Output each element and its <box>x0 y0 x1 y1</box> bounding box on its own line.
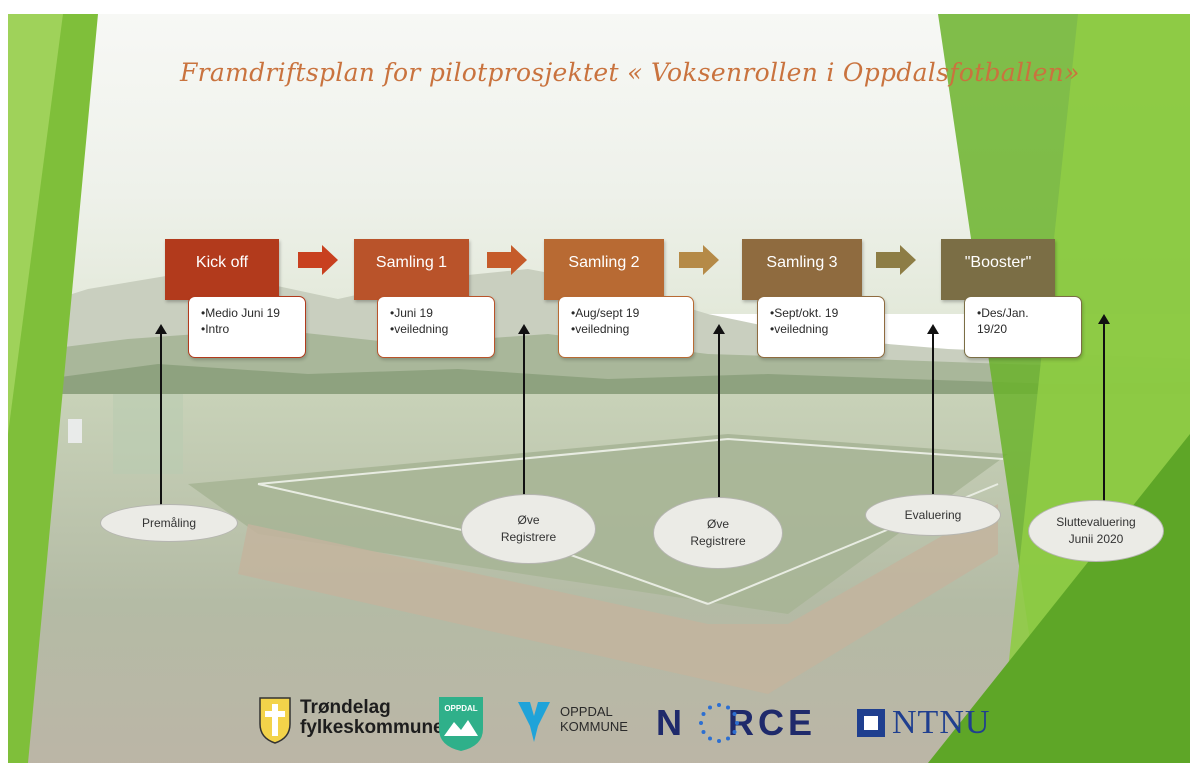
phase-box-2: Samling 1 <box>354 239 469 300</box>
ntnu-logo: NTNU <box>892 704 991 741</box>
milestone-pointer-4 <box>927 324 939 504</box>
phase-detail-3: •Aug/sept 19 •veiledning <box>558 296 694 358</box>
trondelag-shield-icon <box>259 697 291 744</box>
oppdal-badge-text: OPPDAL <box>444 704 478 713</box>
right-arrow-icon <box>679 245 719 275</box>
phase-box-4: Samling 3 <box>742 239 862 300</box>
phase-label: Samling 2 <box>568 253 640 271</box>
right-arrow-icon <box>876 245 916 275</box>
oppdal-badge-icon <box>439 697 483 751</box>
phase-detail-5: •Des/Jan. 19/20 <box>964 296 1082 358</box>
phase-detail-line: •Intro <box>201 322 230 336</box>
milestone-ellipse-1: Premåling <box>100 504 238 542</box>
milestone-label: Registrere <box>500 530 557 544</box>
phase-detail-line: •Des/Jan. <box>977 306 1029 320</box>
milestone-label: Junii 2020 <box>1068 532 1124 546</box>
logo-strip: Trøndelag fylkeskommune OPPDAL OPPDAL KO… <box>258 694 1018 754</box>
phase-detail-line: •Medio Juni 19 <box>201 306 280 320</box>
milestone-pointer-3 <box>713 324 725 517</box>
phase-detail-line: 19/20 <box>977 322 1008 336</box>
milestone-ellipse-4: Evaluering <box>865 494 1001 536</box>
phase-label: "Booster" <box>964 253 1032 271</box>
milestone-pointer-5 <box>1098 314 1110 514</box>
phase-label: Kick off <box>195 253 249 271</box>
right-green-band <box>928 14 1190 763</box>
oppdal-kommune-icon <box>518 702 550 742</box>
phase-box-3: Samling 2 <box>544 239 664 300</box>
phase-detail-line: •veiledning <box>571 322 630 336</box>
slide: Framdriftsplan for pilotprosjektet « Vok… <box>8 14 1190 763</box>
milestone-label: Registrere <box>690 534 746 548</box>
norce-sunburst-icon <box>699 703 739 743</box>
milestone-label: Sluttevaluering <box>1056 515 1136 529</box>
phase-detail-line: •veiledning <box>390 322 449 336</box>
phase-label: Samling 1 <box>375 253 448 271</box>
oppdal-kommune-subtitle: KOMMUNE <box>560 719 628 734</box>
right-arrow-icon <box>298 245 338 275</box>
phase-detail-4: •Sept/okt. 19 •veiledning <box>757 296 885 358</box>
phase-box-1: Kick off <box>165 239 279 300</box>
milestone-pointer-1 <box>155 324 167 510</box>
phase-detail-line: •veiledning <box>770 322 829 336</box>
norce-logo: N RCE <box>656 702 817 743</box>
football-field <box>68 394 1008 694</box>
phase-detail-line: •Aug/sept 19 <box>571 306 640 320</box>
milestone-label: Øve <box>706 517 729 531</box>
left-green-band <box>8 14 98 763</box>
phase-detail-1: •Medio Juni 19 •Intro <box>188 296 306 358</box>
right-arrow-icon <box>487 245 527 275</box>
phase-detail-2: •Juni 19 •veiledning <box>377 296 495 358</box>
trondelag-subtitle: fylkeskommune <box>300 717 444 738</box>
slide-title: Framdriftsplan for pilotprosjektet « Vok… <box>180 58 1080 87</box>
milestone-pointer-2 <box>518 324 530 514</box>
phase-detail-line: •Sept/okt. 19 <box>770 306 839 320</box>
phase-box-5: "Booster" <box>941 239 1055 300</box>
phase-detail-line: •Juni 19 <box>390 306 433 320</box>
phase-label: Samling 3 <box>766 253 838 271</box>
milestone-label: Øve <box>517 513 540 527</box>
oppdal-kommune-name: OPPDAL <box>560 704 613 719</box>
trondelag-name: Trøndelag <box>300 697 391 718</box>
ntnu-square-icon <box>857 709 885 737</box>
milestone-label: Premåling <box>141 515 197 530</box>
milestone-label: Evaluering <box>904 507 962 522</box>
